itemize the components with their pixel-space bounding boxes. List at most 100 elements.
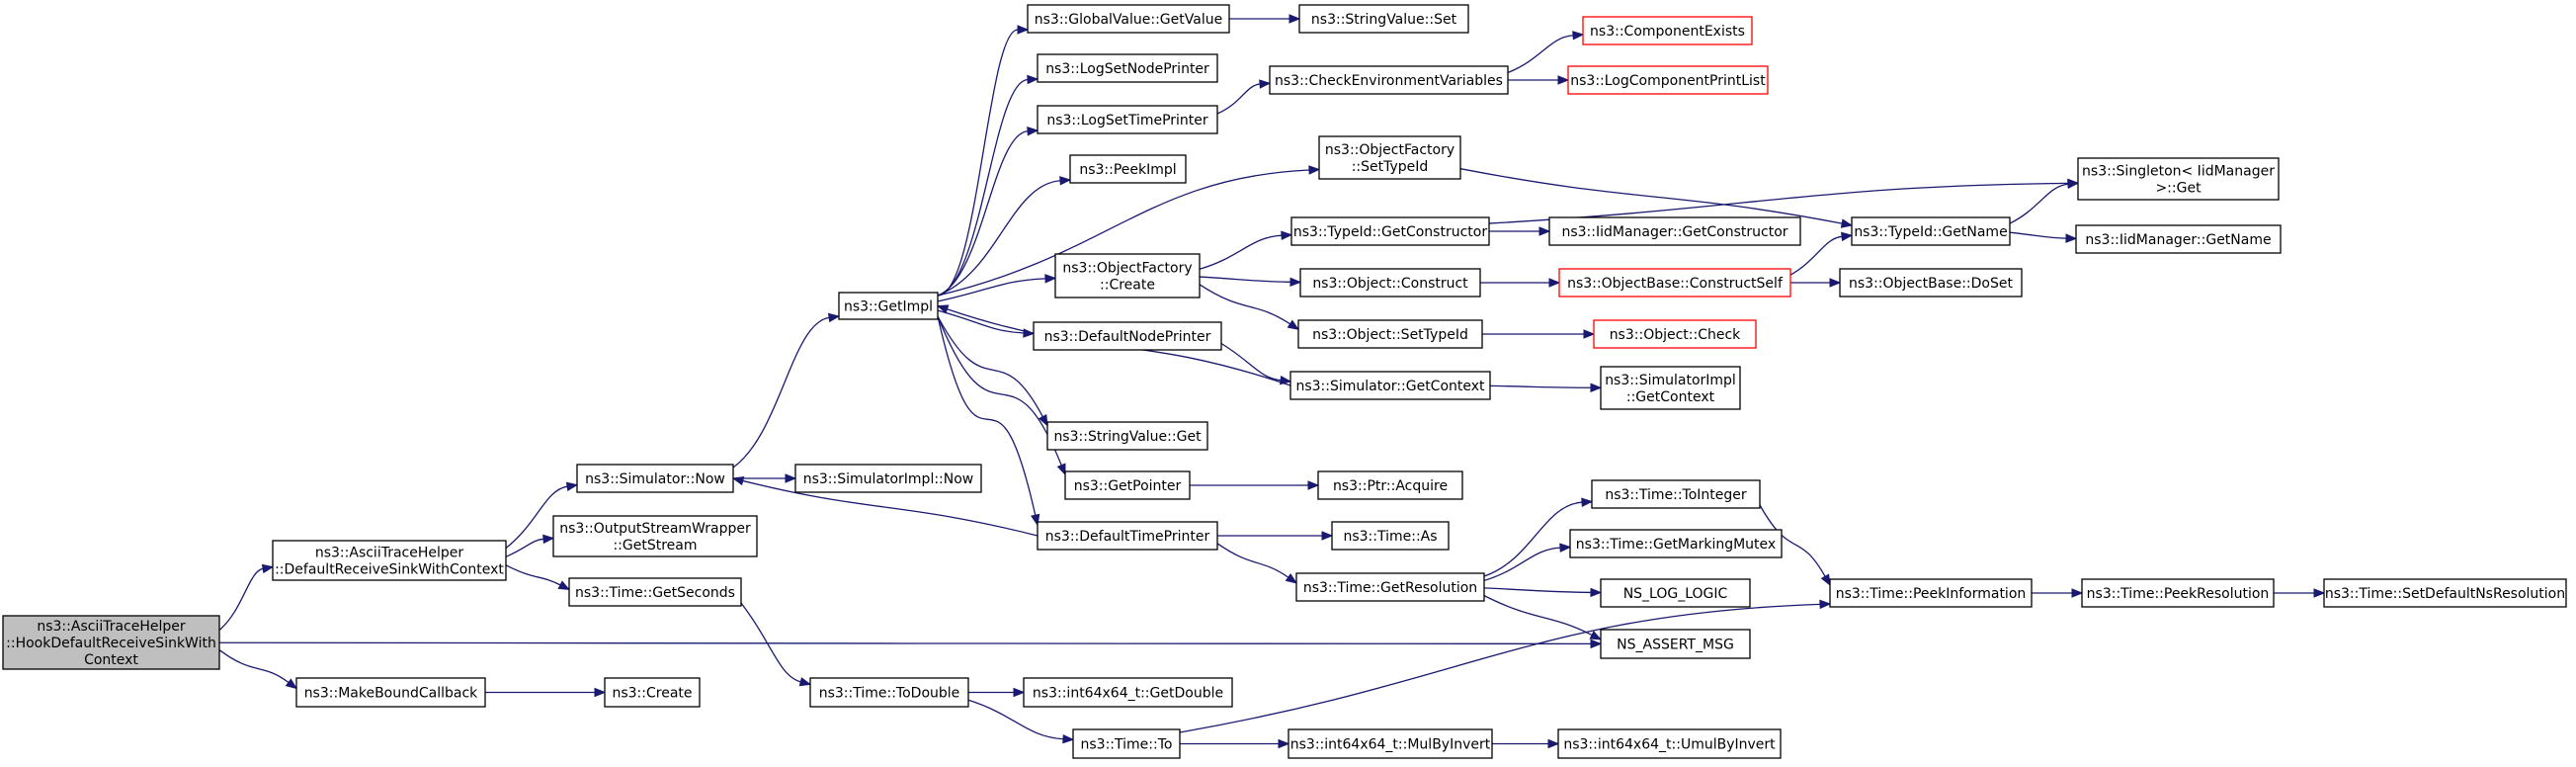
edge-arrowhead bbox=[565, 481, 579, 491]
edge-arrowhead bbox=[798, 677, 812, 687]
node-label: ns3::AsciiTraceHelper bbox=[315, 545, 464, 560]
edge-line bbox=[937, 315, 1037, 516]
node-simnow[interactable]: ns3::Simulator::Now bbox=[576, 464, 734, 493]
node-nsassert[interactable]: NS_ASSERT_MSG bbox=[1600, 629, 1751, 659]
node-label: ns3::DefaultTimePrinter bbox=[1045, 529, 1210, 545]
node-peekinfo[interactable]: ns3::Time::PeekInformation bbox=[1829, 578, 2033, 608]
node-checkenv[interactable]: ns3::CheckEnvironmentVariables bbox=[1269, 65, 1509, 95]
node-logsetnode[interactable]: ns3::LogSetNodePrinter bbox=[1037, 53, 1218, 83]
edge-line bbox=[937, 78, 1029, 297]
edge-arrowhead bbox=[785, 473, 797, 483]
node-getres[interactable]: ns3::Time::GetResolution bbox=[1295, 572, 1485, 602]
node-root[interactable]: ns3::AsciiTraceHelper::HookDefaultReceiv… bbox=[2, 615, 220, 670]
node-timeas[interactable]: ns3::Time::As bbox=[1331, 521, 1450, 551]
node-box bbox=[1318, 135, 1461, 180]
node-label: ns3::MakeBoundCallback bbox=[304, 685, 478, 701]
node-label: ::HookDefaultReceiveSinkWith bbox=[6, 636, 216, 651]
edge-getimpl-to-peekimpl bbox=[937, 176, 1072, 297]
edge-arrowhead bbox=[1583, 329, 1596, 339]
node-drswc[interactable]: ns3::AsciiTraceHelper::DefaultReceiveSin… bbox=[272, 540, 507, 581]
node-ofcreate[interactable]: ns3::ObjectFactory::Create bbox=[1054, 253, 1201, 298]
node-nslogic[interactable]: NS_LOG_LOGIC bbox=[1600, 578, 1751, 608]
node-tidgetctor[interactable]: ns3::TypeId::GetConstructor bbox=[1290, 216, 1490, 246]
node-defnodeprinter[interactable]: ns3::DefaultNodePrinter bbox=[1033, 321, 1222, 351]
edge-getimpl-to-defnodeprinter bbox=[937, 309, 1036, 338]
node-objsettypeid[interactable]: ns3::Object::SetTypeId bbox=[1297, 319, 1483, 349]
node-stringget[interactable]: ns3::StringValue::Get bbox=[1046, 421, 1208, 451]
edge-timeto-to-i64mulbyinv bbox=[1180, 738, 1290, 749]
node-todouble[interactable]: ns3::Time::ToDouble bbox=[809, 677, 969, 708]
node-peekres[interactable]: ns3::Time::PeekResolution bbox=[2081, 578, 2275, 608]
node-getseconds[interactable]: ns3::Time::GetSeconds bbox=[568, 577, 742, 607]
node-box bbox=[2077, 157, 2280, 201]
edge-arrowhead bbox=[731, 475, 745, 486]
node-simgetctx[interactable]: ns3::Simulator::GetContext bbox=[1289, 371, 1491, 400]
node-label: ns3::TypeId::GetName bbox=[1854, 224, 2007, 240]
node-objconstruct[interactable]: ns3::Object::Construct bbox=[1299, 268, 1481, 298]
edge-getimpl-to-deftimeprinter bbox=[937, 315, 1040, 527]
node-simimplctx[interactable]: ns3::SimulatorImpl::GetContext bbox=[1600, 366, 1741, 410]
node-tidgetname[interactable]: ns3::TypeId::GetName bbox=[1851, 216, 2011, 246]
node-peekimpl[interactable]: ns3::PeekImpl bbox=[1069, 154, 1187, 184]
edge-objbaseconst-to-objbasedoset bbox=[1789, 278, 1842, 288]
node-timeto[interactable]: ns3::Time::To bbox=[1072, 728, 1181, 759]
node-ptracquire[interactable]: ns3::Ptr::Acquire bbox=[1317, 470, 1463, 500]
node-deftimeprinter[interactable]: ns3::DefaultTimePrinter bbox=[1037, 521, 1218, 551]
edge-arrowhead bbox=[1590, 639, 1603, 649]
node-objbasedoset[interactable]: ns3::ObjectBase::DoSet bbox=[1839, 268, 2023, 298]
edge-line bbox=[1789, 235, 1843, 276]
node-create[interactable]: ns3::Create bbox=[604, 677, 701, 708]
node-box bbox=[1037, 105, 1218, 134]
edge-arrowhead bbox=[1281, 230, 1293, 240]
node-box bbox=[1593, 319, 1757, 349]
edge-ofcreate-to-objsettypeid bbox=[1199, 284, 1300, 331]
node-label: ns3::LogSetTimePrinter bbox=[1046, 113, 1208, 128]
node-oswgs[interactable]: ns3::OutputStreamWrapper::GetStream bbox=[552, 515, 758, 557]
edge-getres-to-toint bbox=[1483, 497, 1594, 577]
node-makebound[interactable]: ns3::MakeBoundCallback bbox=[295, 677, 486, 708]
edge-line bbox=[1507, 35, 1574, 74]
node-box bbox=[1269, 65, 1509, 95]
edge-getres-to-nsassert bbox=[1483, 595, 1603, 640]
node-objcheck[interactable]: ns3::Object::Check bbox=[1593, 319, 1757, 349]
node-singleton[interactable]: ns3::Singleton< IidManager>::Get bbox=[2077, 157, 2280, 201]
node-setdefres[interactable]: ns3::Time::SetDefaultNsResolution bbox=[2323, 578, 2567, 608]
edge-arrowhead bbox=[1308, 165, 1321, 175]
edge-simgetctx-to-simimplctx bbox=[1489, 383, 1603, 392]
edge-getimpl-to-gvgetvalue bbox=[937, 25, 1030, 297]
node-objbaseconst[interactable]: ns3::ObjectBase::ConstructSelf bbox=[1558, 268, 1791, 298]
edge-line bbox=[1220, 342, 1282, 382]
node-logsettime[interactable]: ns3::LogSetTimePrinter bbox=[1037, 105, 1218, 134]
edge-line bbox=[1459, 168, 1843, 224]
node-label: ::GetContext bbox=[1626, 389, 1715, 405]
node-box bbox=[1317, 470, 1463, 500]
edge-line bbox=[1488, 182, 2069, 224]
node-label: ns3::int64x64_t::GetDouble bbox=[1033, 685, 1223, 701]
node-toint[interactable]: ns3::Time::ToInteger bbox=[1591, 479, 1761, 509]
node-getpointer[interactable]: ns3::GetPointer bbox=[1064, 470, 1191, 500]
node-stringset[interactable]: ns3::StringValue::Set bbox=[1298, 4, 1469, 34]
edge-line bbox=[937, 315, 1062, 466]
node-ofsettypeid[interactable]: ns3::ObjectFactory::SetTypeId bbox=[1318, 135, 1461, 180]
node-label: ns3::int64x64_t::UmulByInvert bbox=[1563, 736, 1776, 752]
edge-arrowhead bbox=[1259, 79, 1272, 89]
node-simimplnow[interactable]: ns3::SimulatorImpl::Now bbox=[794, 464, 982, 493]
edge-arrowhead bbox=[1589, 630, 1603, 640]
node-label: ns3::ObjectBase::ConstructSelf bbox=[1567, 276, 1784, 292]
node-iidgetname[interactable]: ns3::IidManager::GetName bbox=[2075, 224, 2282, 254]
node-getimpl[interactable]: ns3::GetImpl bbox=[838, 292, 939, 320]
node-compexists[interactable]: ns3::ComponentExists bbox=[1582, 16, 1753, 45]
node-box bbox=[1829, 578, 2033, 608]
edge-timeto-to-peekinfo bbox=[1179, 599, 1832, 733]
node-iidgetctor[interactable]: ns3::IidManager::GetConstructor bbox=[1548, 216, 1801, 246]
edge-line bbox=[1483, 595, 1593, 637]
node-label: ns3::AsciiTraceHelper bbox=[37, 619, 186, 635]
node-gvgetvalue[interactable]: ns3::GlobalValue::GetValue bbox=[1027, 4, 1230, 34]
node-markingmutex[interactable]: ns3::Time::GetMarkingMutex bbox=[1569, 529, 1783, 558]
node-i64mulbyinv[interactable]: ns3::int64x64_t::MulByInvert bbox=[1288, 728, 1493, 759]
node-i64umul[interactable]: ns3::int64x64_t::UmulByInvert bbox=[1557, 728, 1782, 759]
node-logcompprint[interactable]: ns3::LogComponentPrintList bbox=[1567, 65, 1769, 95]
node-i64getdouble[interactable]: ns3::int64x64_t::GetDouble bbox=[1023, 677, 1233, 708]
node-box bbox=[2075, 224, 2282, 254]
